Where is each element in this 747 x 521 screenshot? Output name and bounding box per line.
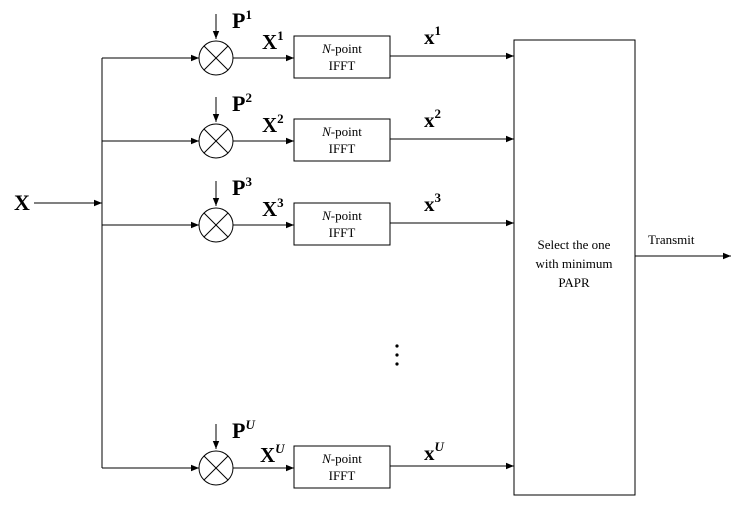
branch-3-ifft-line1: N-point (321, 208, 362, 223)
input-label: X (14, 190, 30, 215)
branch-3-ifft-line2: IFFT (329, 225, 356, 240)
branch-1-ifft-line2: IFFT (329, 58, 356, 73)
branch-u-product-label: XU (260, 441, 285, 467)
branch-3: P3 X3 N-point IFFT x3 (102, 174, 514, 246)
branch-2: P2 X2 N-point IFFT x2 (102, 90, 514, 162)
branch-3-multiplier-icon (198, 207, 234, 243)
branch-1-ifft-block (293, 35, 391, 79)
selector-line-2: with minimum (536, 256, 613, 271)
branch-3-phase-label: P3 (232, 174, 252, 200)
branch-2-multiplier-icon (198, 123, 234, 159)
branch-1-output-label: x1 (424, 23, 441, 49)
branch-2-product-label: X2 (262, 111, 284, 137)
selector-block (513, 39, 636, 496)
branch-1-multiplier-icon (198, 40, 234, 76)
branch-u-ifft-line2: IFFT (329, 468, 356, 483)
branch-1-product-label: X1 (262, 28, 284, 54)
branch-u-phase-label: PU (232, 417, 255, 443)
selector-line-3: PAPR (558, 275, 590, 290)
branch-3-output-label: x3 (424, 190, 442, 216)
branch-u-ifft-block (293, 445, 391, 489)
branch-3-product-label: X3 (262, 195, 284, 221)
branch-2-ifft-block (293, 118, 391, 162)
branch-1: P1 X1 N-point IFFT x1 (102, 7, 514, 79)
selector-line-1: Select the one (538, 237, 611, 252)
branch-1-ifft-line1: N-point (321, 41, 362, 56)
output-label: Transmit (648, 232, 695, 247)
branch-2-output-label: x2 (424, 106, 441, 132)
branch-u-multiplier-icon (198, 450, 234, 486)
branch-u-output-label: xU (424, 439, 445, 465)
vertical-ellipsis-icon (395, 344, 399, 366)
branch-3-ifft-block (293, 202, 391, 246)
branch-u-ifft-line1: N-point (321, 451, 362, 466)
branch-1-phase-label: P1 (232, 7, 252, 33)
branch-2-ifft-line2: IFFT (329, 141, 356, 156)
branch-2-ifft-line1: N-point (321, 124, 362, 139)
branch-2-phase-label: P2 (232, 90, 252, 116)
branch-u: PU XU N-point IFFT xU (102, 417, 514, 489)
